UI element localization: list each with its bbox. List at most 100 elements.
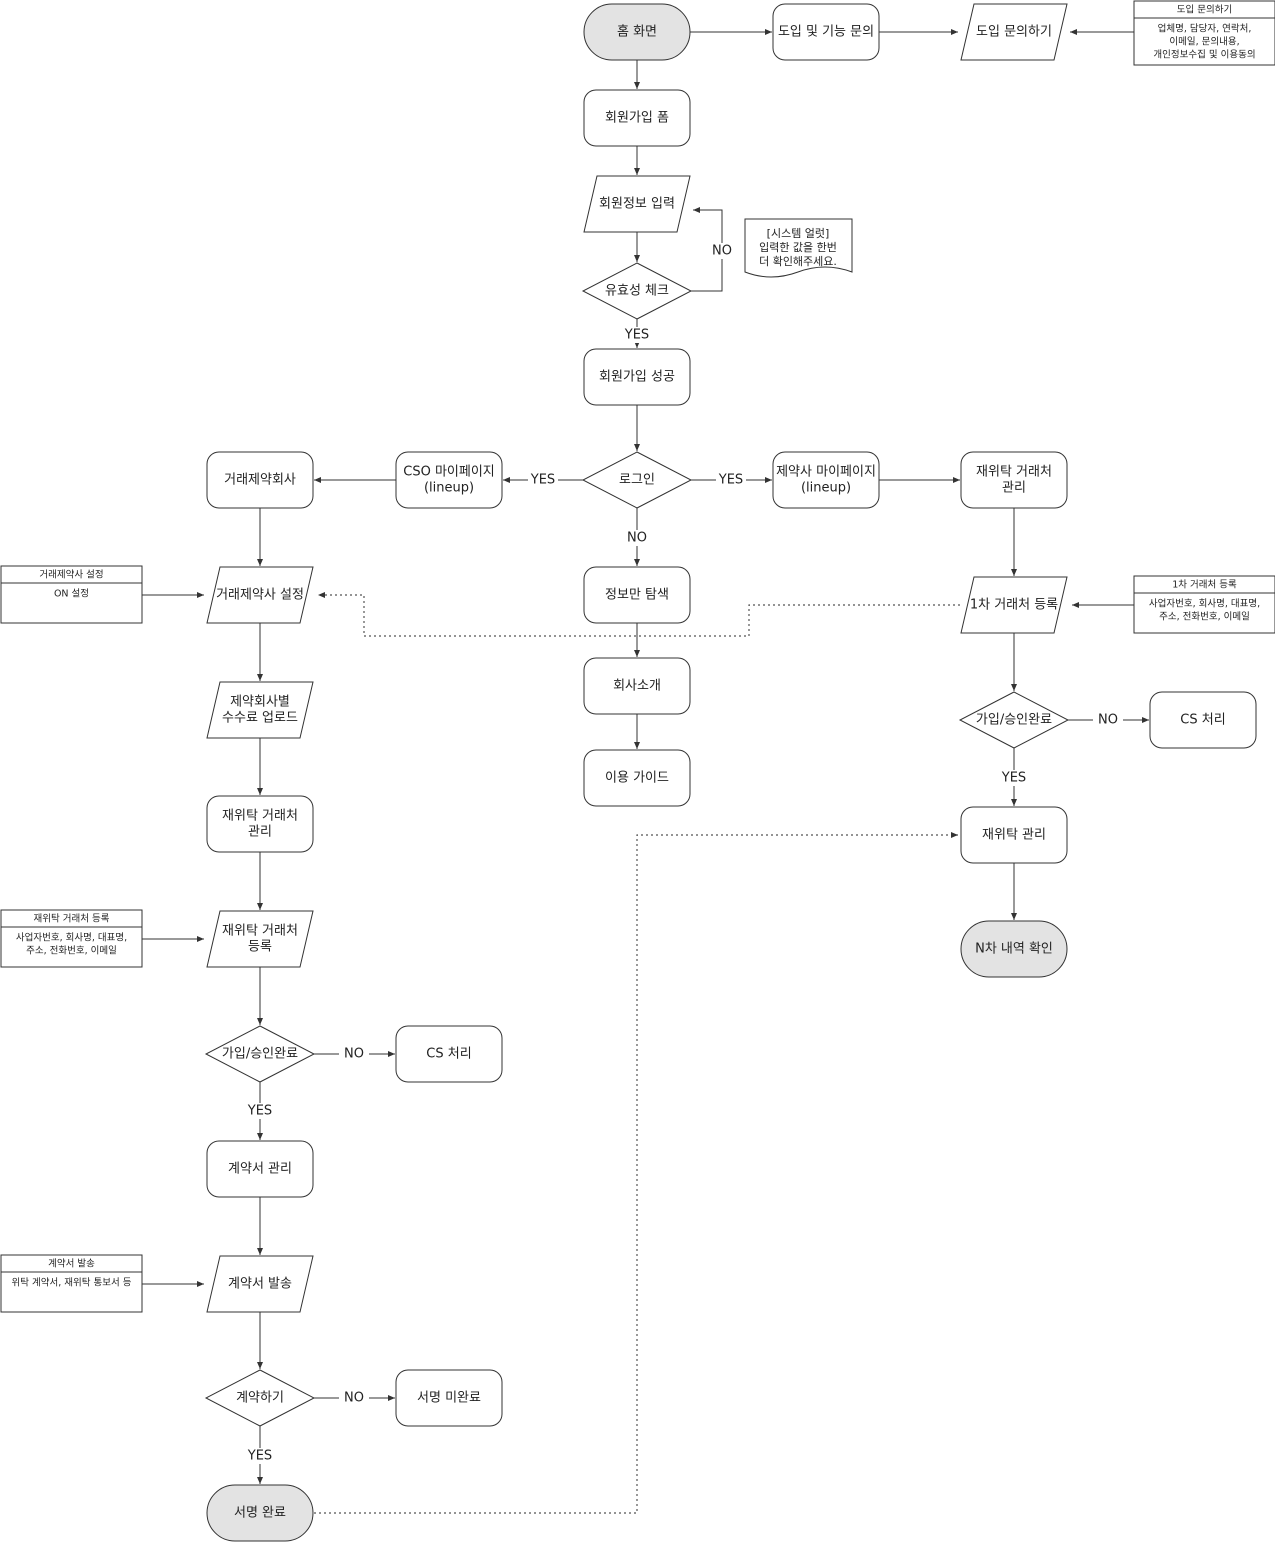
process-box bbox=[206, 795, 314, 853]
process-box bbox=[583, 566, 691, 624]
node-company-intro[interactable]: 회사소개 bbox=[583, 657, 691, 715]
io-parallelogram bbox=[960, 3, 1068, 61]
node-subcontract-mgmt[interactable]: 재위탁 관리 bbox=[960, 806, 1068, 864]
node-contract-do[interactable]: 계약하기 bbox=[204, 1369, 316, 1427]
note-body-line: 사업자번호, 회사명, 대표명, bbox=[16, 932, 127, 944]
node-contract-mgmt[interactable]: 계약서 관리 bbox=[206, 1140, 314, 1198]
note-body-line: 주소, 전화번호, 이메일 bbox=[1159, 612, 1250, 623]
note-body-line: 사업자번호, 회사명, 대표명, bbox=[1149, 598, 1260, 610]
node-contract-send[interactable]: 계약서 발송 bbox=[206, 1255, 314, 1313]
note-body-line: 이메일, 문의내용, bbox=[1169, 37, 1239, 48]
edge-label-no: NO bbox=[344, 1391, 364, 1406]
process-box bbox=[395, 1025, 503, 1083]
system-alert-text: [시스템 얼럿] bbox=[767, 226, 830, 240]
node-home[interactable]: 홈 화면 bbox=[583, 3, 691, 61]
system-alert-note: [시스템 얼럿]입력한 값을 한번더 확인해주세요. bbox=[744, 218, 853, 278]
node-nth-history[interactable]: N차 내역 확인 bbox=[960, 920, 1068, 978]
node-label: (lineup) bbox=[424, 481, 474, 496]
node-label: 회원정보 입력 bbox=[599, 197, 675, 212]
node-label: CSO 마이페이지 bbox=[403, 465, 495, 480]
node-label: 서명 미완료 bbox=[417, 1391, 481, 1406]
edge-label-yes: YES bbox=[530, 473, 555, 488]
edge-label-no: NO bbox=[627, 531, 647, 546]
edge-label-bg bbox=[245, 1448, 275, 1464]
process-box bbox=[583, 89, 691, 147]
note-box bbox=[1133, 575, 1275, 634]
node-cs-left[interactable]: CS 처리 bbox=[395, 1025, 503, 1083]
node-partner-company[interactable]: 거래제약회사 bbox=[206, 451, 314, 509]
node-approval-right[interactable]: 가입/승인완료 bbox=[958, 691, 1070, 749]
edge-label-bg bbox=[622, 530, 652, 546]
node-label: 도입 문의하기 bbox=[976, 25, 1052, 40]
note-body-line: 주소, 전화번호, 이메일 bbox=[26, 946, 117, 957]
node-label: 계약서 발송 bbox=[228, 1277, 292, 1292]
node-label: 회원가입 폼 bbox=[605, 111, 669, 126]
node-cs-right[interactable]: CS 처리 bbox=[1149, 691, 1257, 749]
node-partner-setting[interactable]: 거래제약사 설정 bbox=[206, 566, 314, 624]
node-info-browse[interactable]: 정보만 탐색 bbox=[583, 566, 691, 624]
edge-label-bg bbox=[622, 327, 652, 343]
node-pharma-mypage[interactable]: 제약사 마이페이지(lineup) bbox=[772, 451, 880, 509]
dotted-connector bbox=[318, 592, 960, 637]
node-signup-success[interactable]: 회원가입 성공 bbox=[583, 348, 691, 406]
decision-diamond bbox=[204, 1369, 316, 1427]
note-box bbox=[0, 565, 143, 624]
io-parallelogram bbox=[206, 910, 314, 968]
io-parallelogram bbox=[206, 1255, 314, 1313]
node-signup-form[interactable]: 회원가입 폼 bbox=[583, 89, 691, 147]
note-box bbox=[0, 909, 143, 968]
node-label: 홈 화면 bbox=[617, 25, 657, 40]
node-label: CS 처리 bbox=[1180, 713, 1225, 728]
node-user-guide[interactable]: 이용 가이드 bbox=[583, 749, 691, 807]
process-box bbox=[583, 657, 691, 715]
node-approval-left[interactable]: 가입/승인완료 bbox=[204, 1025, 316, 1083]
io-parallelogram bbox=[960, 576, 1068, 634]
node-label: 수수료 업로드 bbox=[222, 711, 298, 726]
node-sign-complete[interactable]: 서명 완료 bbox=[206, 1484, 314, 1542]
decision-diamond bbox=[581, 451, 693, 509]
node-first-partner-register[interactable]: 1차 거래처 등록 bbox=[960, 576, 1068, 634]
terminal-box bbox=[960, 920, 1068, 978]
node-label: 가입/승인완료 bbox=[976, 713, 1052, 728]
node-cso-mypage[interactable]: CSO 마이페이지(lineup) bbox=[395, 451, 503, 509]
io-parallelogram bbox=[206, 681, 314, 739]
decision-diamond bbox=[958, 691, 1070, 749]
process-box bbox=[772, 451, 880, 509]
process-box bbox=[395, 451, 503, 509]
node-inquiry[interactable]: 도입 및 기능 문의 bbox=[772, 3, 880, 61]
edge-label-bg bbox=[528, 472, 558, 488]
node-label: 재위탁 관리 bbox=[982, 828, 1046, 843]
edge-label-bg bbox=[1093, 712, 1123, 728]
note-title: 거래제약사 설정 bbox=[39, 569, 103, 581]
note-body-line: 업체명, 담당자, 연락처, bbox=[1158, 23, 1252, 35]
node-label: 계약서 관리 bbox=[228, 1162, 292, 1177]
edge-label-bg bbox=[707, 243, 737, 259]
node-member-input[interactable]: 회원정보 입력 bbox=[583, 175, 691, 233]
node-label: 회사소개 bbox=[613, 679, 661, 694]
decision-diamond bbox=[581, 262, 693, 320]
process-box bbox=[395, 1369, 503, 1427]
edge-label-yes: YES bbox=[718, 473, 743, 488]
io-parallelogram bbox=[583, 175, 691, 233]
node-label: 로그인 bbox=[619, 473, 655, 488]
node-login[interactable]: 로그인 bbox=[581, 451, 693, 509]
node-label: 정보만 탐색 bbox=[605, 588, 669, 603]
node-label: 가입/승인완료 bbox=[222, 1047, 298, 1062]
note-title: 재위탁 거래처 등록 bbox=[34, 913, 110, 925]
edge-label-bg bbox=[999, 770, 1029, 786]
annotation-partner-setting-note: 거래제약사 설정 ON 설정 bbox=[0, 565, 143, 624]
node-validity-check[interactable]: 유효성 체크 bbox=[581, 262, 693, 320]
node-label: 계약하기 bbox=[236, 1391, 284, 1406]
node-sign-incomplete[interactable]: 서명 미완료 bbox=[395, 1369, 503, 1427]
process-box bbox=[583, 749, 691, 807]
note-body-line: ON 설정 bbox=[54, 589, 89, 600]
node-inquiry-form[interactable]: 도입 문의하기 bbox=[960, 3, 1068, 61]
